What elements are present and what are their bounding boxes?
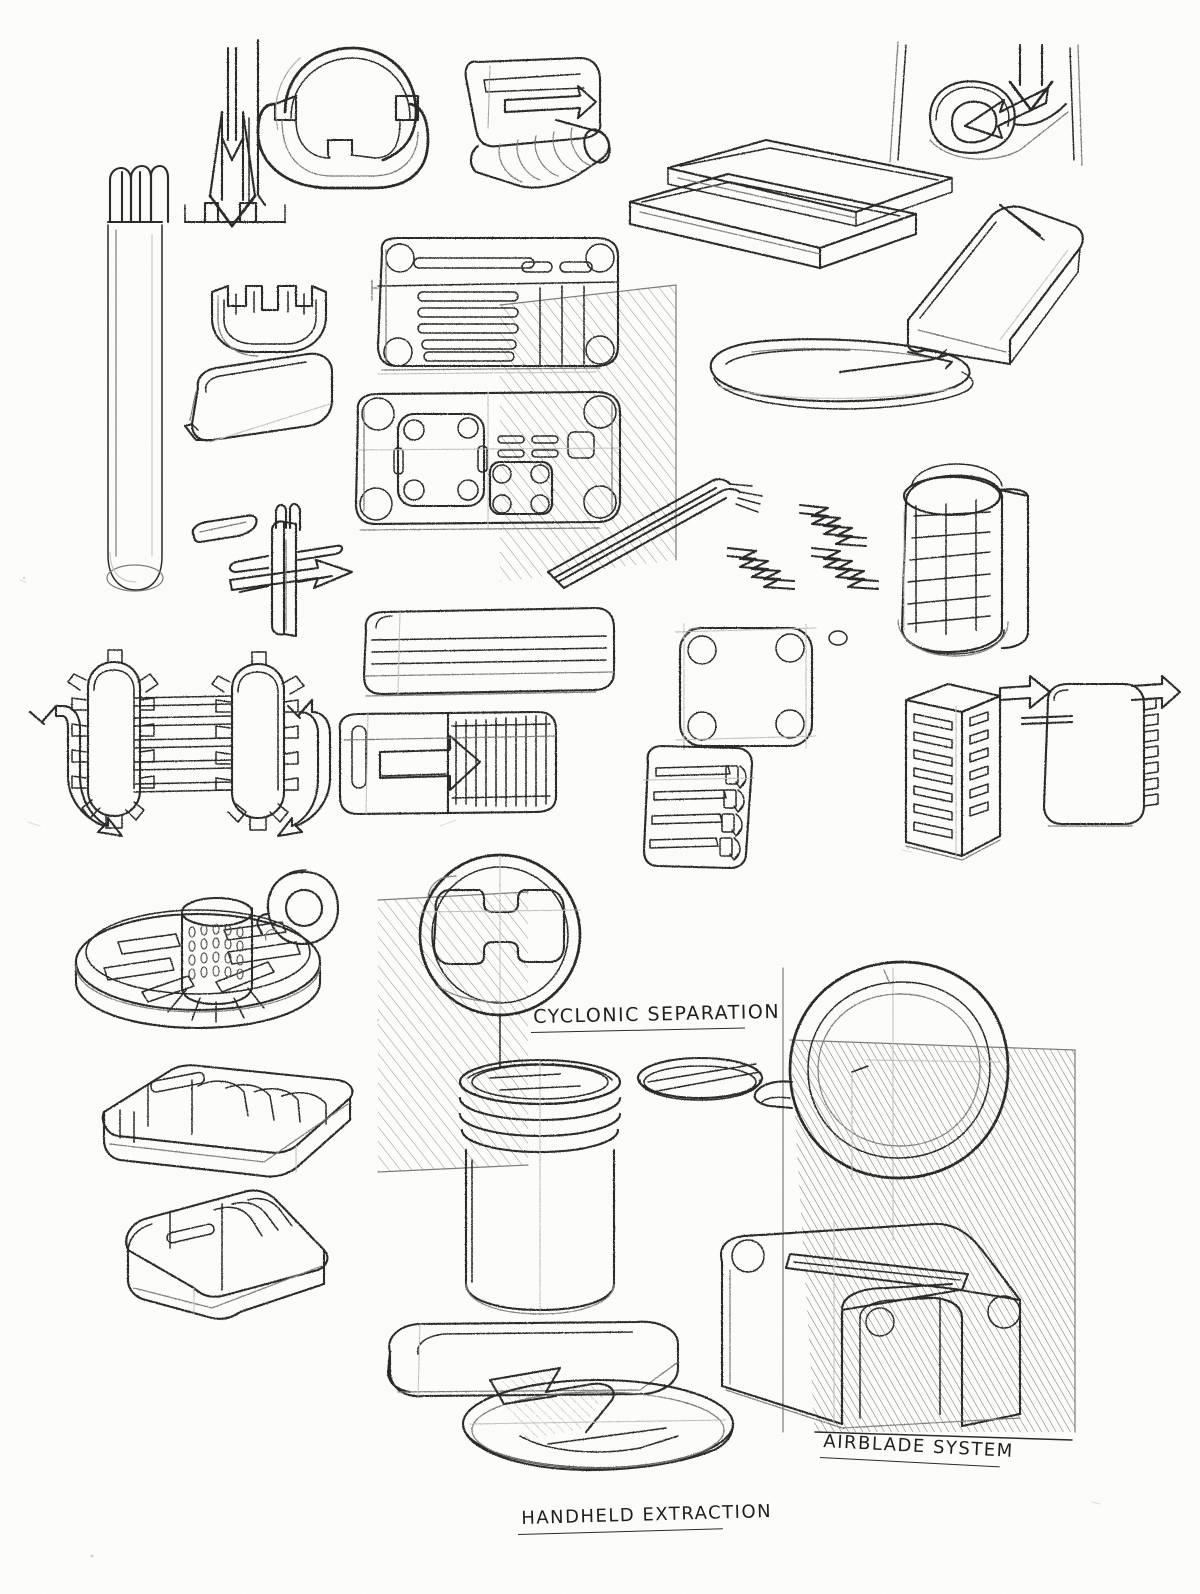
oval-seal <box>636 1056 764 1101</box>
finned-cylinder <box>897 463 1030 657</box>
dual-manifold <box>28 649 332 838</box>
small-circle <box>828 630 848 646</box>
angled-nozzle <box>906 203 1084 366</box>
hatch-panel-upper <box>499 284 677 582</box>
tube-bundle-panel <box>362 606 616 697</box>
vent-plate <box>642 744 755 870</box>
finned-body <box>998 674 1182 827</box>
louvred-block <box>904 682 1002 861</box>
flat-disc-tool <box>709 338 974 410</box>
long-wand <box>106 164 170 592</box>
roller-drum <box>464 56 611 189</box>
ring-cradle <box>256 46 430 190</box>
hatch-panel-lower <box>377 891 529 1173</box>
pleat-profiles <box>726 503 880 591</box>
pivot-joint <box>228 502 354 638</box>
stacked-trays <box>628 138 954 270</box>
arrow-into-pleats <box>338 710 558 816</box>
vortex-channel <box>889 41 1083 166</box>
disc-with-blade <box>461 1366 735 1472</box>
wedge-pad <box>183 352 334 443</box>
clip-bracket <box>210 284 328 357</box>
hatch-panel-right <box>782 967 1076 1441</box>
handheld-box-lower <box>125 1189 329 1320</box>
insertion-arrows <box>183 38 287 228</box>
radial-vane-cyclone <box>74 896 322 1030</box>
handheld-box-upper <box>101 1064 354 1178</box>
small-rod <box>191 514 258 544</box>
square-plate <box>675 623 817 751</box>
